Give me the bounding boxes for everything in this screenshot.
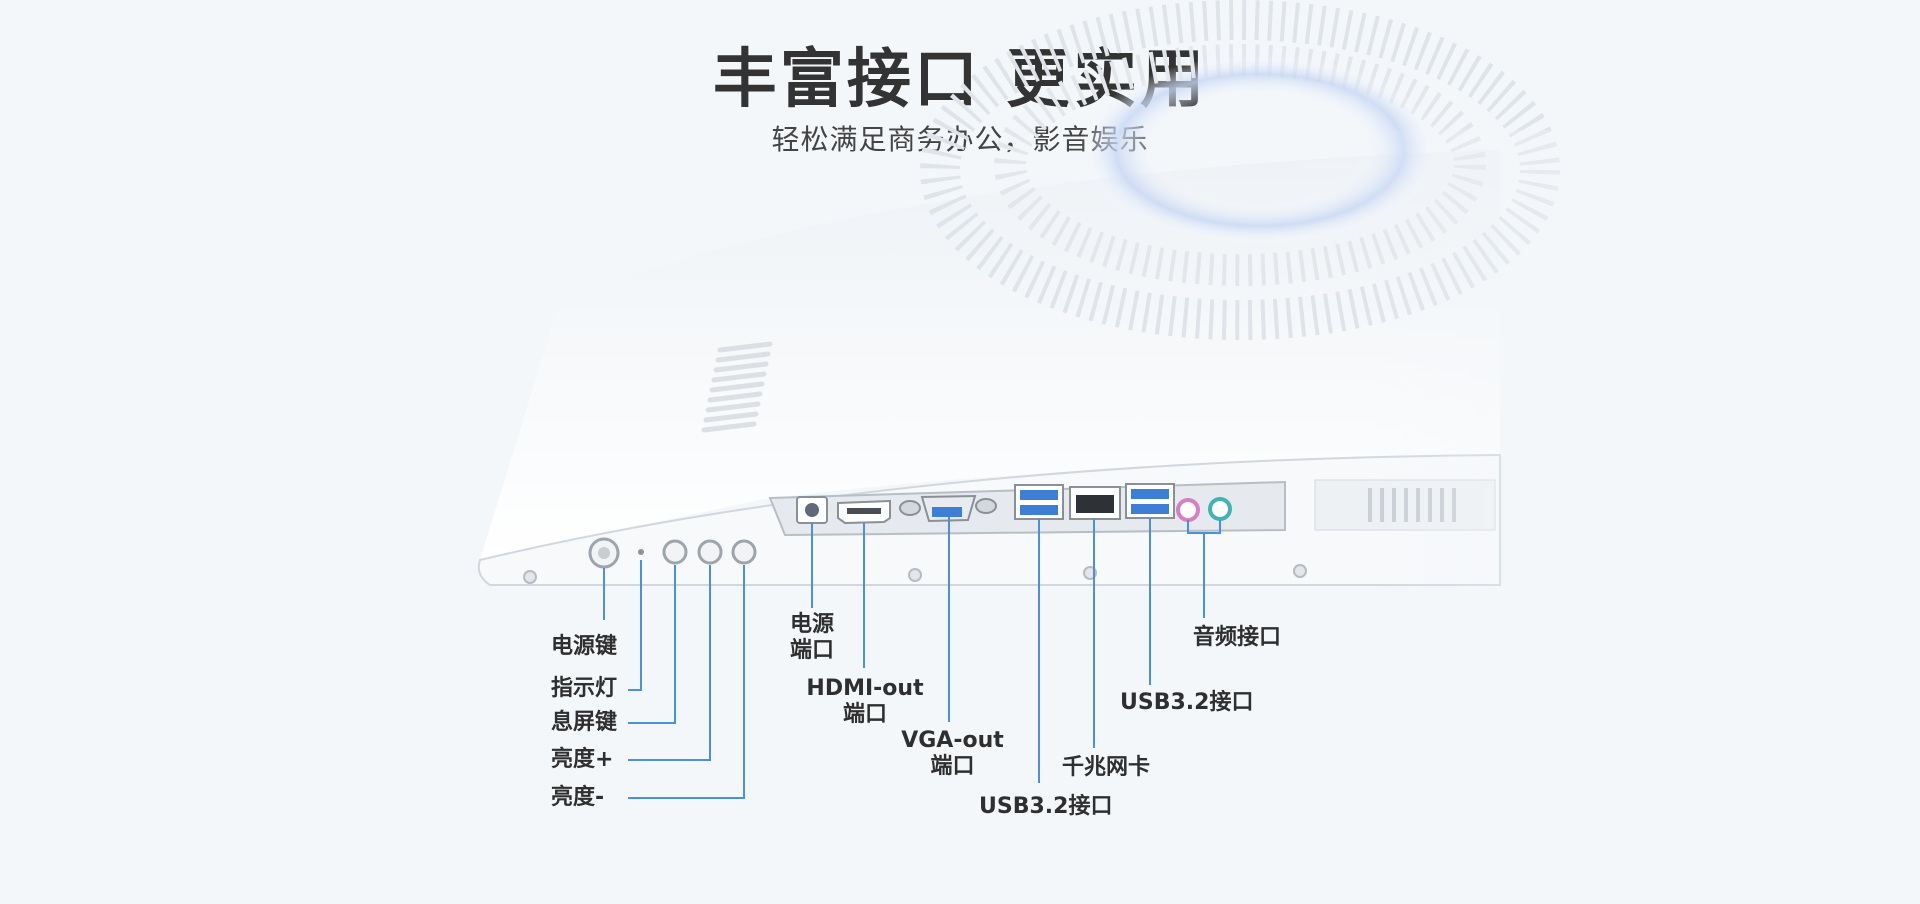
label-vga-port: VGA-out 端口 xyxy=(901,728,1004,779)
rear-ports xyxy=(796,483,1232,525)
label-power-key: 电源键 xyxy=(551,634,618,659)
power-port-icon xyxy=(796,496,828,524)
brightness-down-button-icon xyxy=(731,539,757,565)
label-usb-left: USB3.2接口 xyxy=(979,794,1113,819)
callout-lines xyxy=(603,517,1221,799)
hdmi-port-icon xyxy=(837,499,891,525)
usb-port-left-icon xyxy=(1014,484,1064,520)
label-hdmi-port: HDMI-out 端口 xyxy=(806,676,924,727)
left-vent xyxy=(701,341,773,433)
lan-port-icon xyxy=(1069,486,1121,520)
label-brightness-up: 亮度+ xyxy=(551,747,614,772)
vga-port-icon xyxy=(899,494,997,523)
label-screen-off-key: 息屏键 xyxy=(551,710,618,735)
screen-off-button-icon xyxy=(662,539,688,565)
monitor-back-panel xyxy=(480,150,1500,560)
label-brightness-down: 亮度- xyxy=(551,785,605,810)
label-power-port: 电源 端口 xyxy=(789,612,834,663)
label-lan: 千兆网卡 xyxy=(1062,755,1151,780)
usb-port-right-icon xyxy=(1125,483,1175,519)
indicator-light-icon xyxy=(638,549,644,555)
label-indicator: 指示灯 xyxy=(551,676,618,701)
label-usb-right: USB3.2接口 xyxy=(1120,690,1254,715)
brightness-up-button-icon xyxy=(697,539,723,565)
side-buttons xyxy=(588,537,757,569)
label-audio: 音频接口 xyxy=(1193,625,1282,650)
